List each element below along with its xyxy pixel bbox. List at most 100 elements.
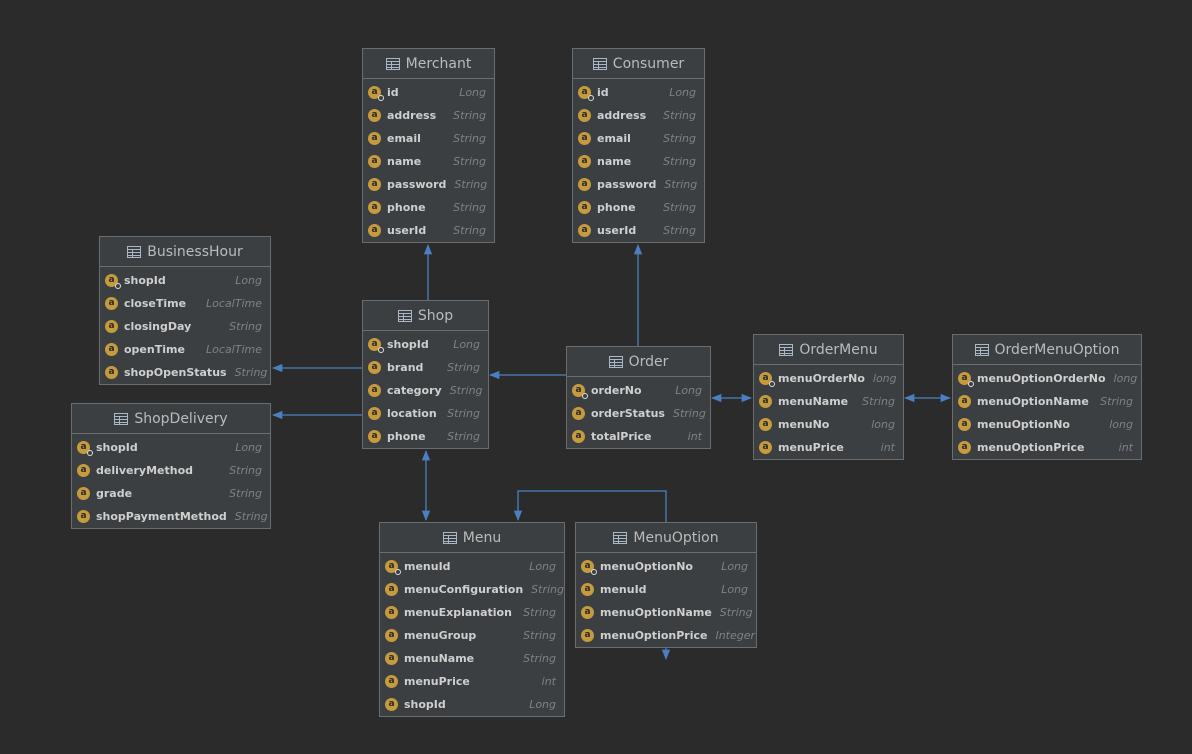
field-type: String (719, 606, 753, 619)
entity-header[interactable]: Merchant (363, 49, 494, 79)
field-type: String (234, 510, 268, 523)
field-type: String (447, 407, 480, 420)
key-icon (588, 95, 594, 101)
field-icon: a (578, 224, 591, 237)
table-icon (613, 531, 628, 544)
key-icon (87, 450, 93, 456)
field-icon: a (105, 297, 118, 310)
entity-title: ShopDelivery (134, 410, 228, 427)
entity-header[interactable]: Order (567, 347, 710, 377)
field-name: userId (387, 224, 427, 237)
entity-header[interactable]: Consumer (573, 49, 704, 79)
entity-header[interactable]: Menu (380, 523, 564, 553)
entity-header[interactable]: ShopDelivery (72, 404, 270, 434)
entity-header[interactable]: OrderMenuOption (953, 335, 1141, 365)
primary-key-field-icon: a (385, 560, 401, 575)
field-icon: a (958, 395, 971, 408)
field-type: String (453, 109, 486, 122)
table-icon (397, 309, 412, 322)
field-icon: a (759, 441, 772, 454)
field-icon: a (759, 418, 772, 431)
key-icon (115, 283, 121, 289)
entity-header[interactable]: MenuOption (576, 523, 756, 553)
primary-key-field-icon: a (77, 441, 93, 456)
field-name: userId (597, 224, 637, 237)
field-icon: a (578, 178, 591, 191)
field-icon: a (759, 395, 772, 408)
field-name: menuOptionNo (977, 418, 1070, 431)
field-name: address (597, 109, 647, 122)
entity-header[interactable]: Shop (363, 301, 488, 331)
entity-header[interactable]: BusinessHour (100, 237, 270, 267)
field-name: orderStatus (591, 407, 665, 420)
field-name: grade (96, 487, 133, 500)
edge-menuoption-menu[interactable] (513, 490, 667, 522)
field-type: long (872, 372, 897, 385)
field-icon: a (77, 487, 90, 500)
field-name: menuOrderNo (778, 372, 865, 385)
entity-header[interactable]: OrderMenu (754, 335, 903, 365)
